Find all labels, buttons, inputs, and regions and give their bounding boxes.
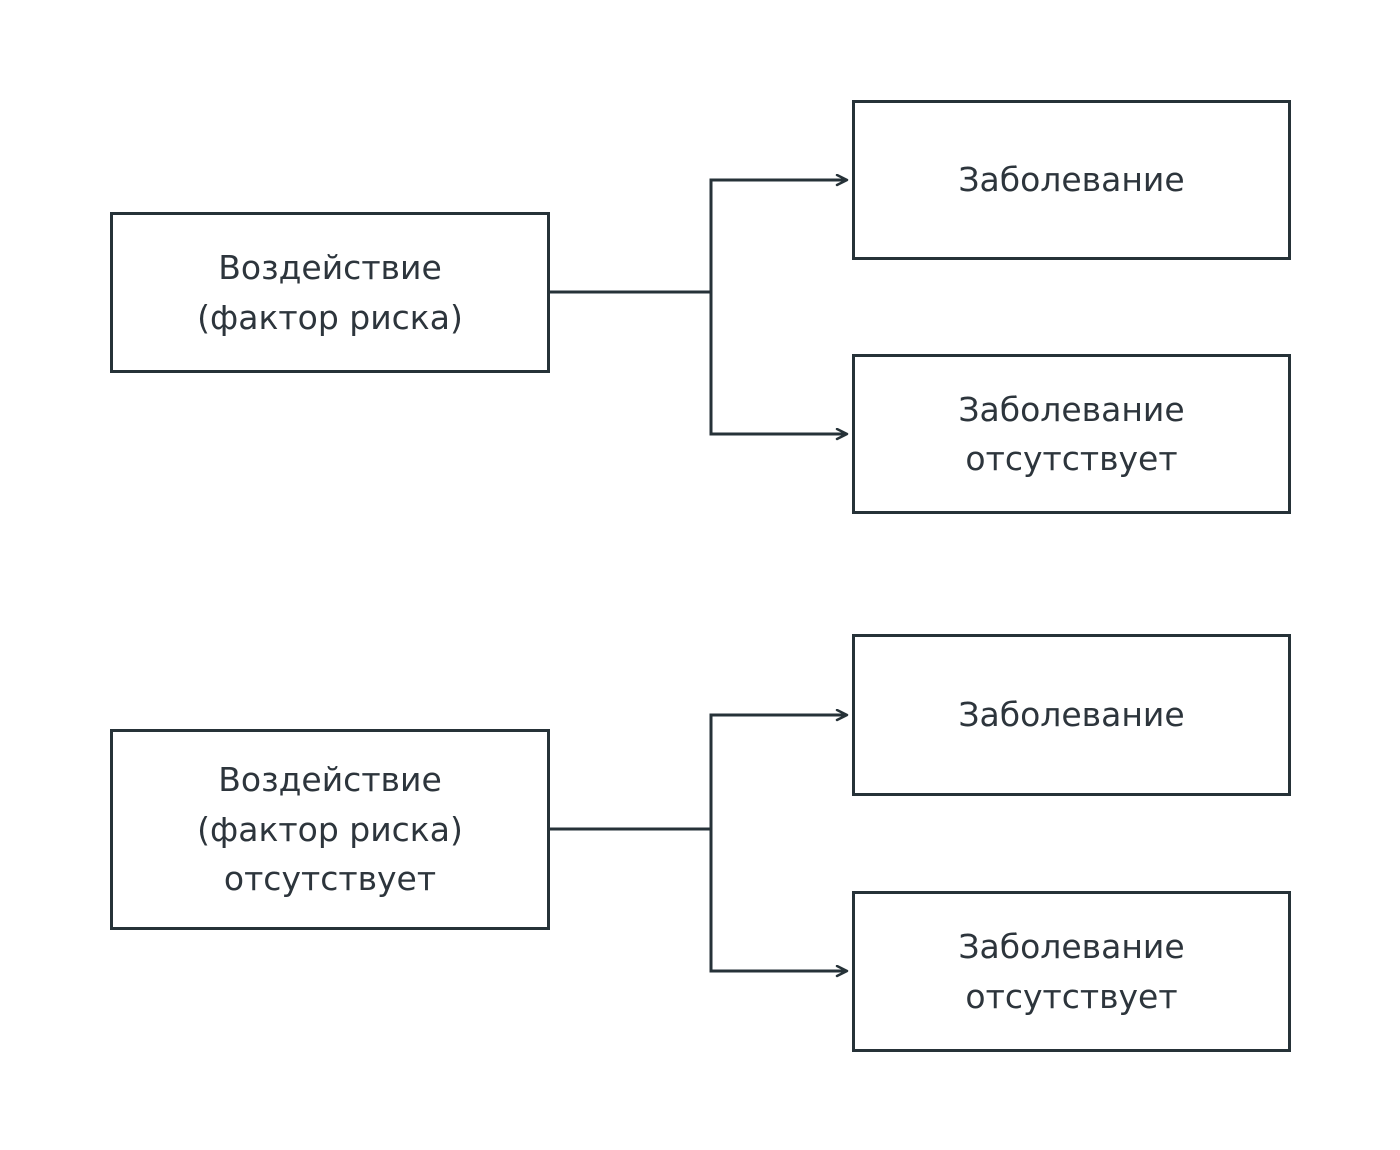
node-exposure: Воздействие (фактор риска) — [110, 212, 550, 373]
edge-exposure-to-disease — [550, 180, 846, 294]
node-disease-top: Заболевание — [852, 100, 1291, 260]
node-no-exposure: Воздействие (фактор риска) отсутствует — [110, 729, 550, 930]
edge-exposure-to-no-disease — [709, 292, 846, 434]
node-no-disease-bottom: Заболевание отсутствует — [852, 891, 1291, 1052]
node-disease-bottom: Заболевание — [852, 634, 1291, 796]
edge-no-exposure-to-no-disease — [709, 829, 846, 971]
node-no-disease-top: Заболевание отсутствует — [852, 354, 1291, 514]
edge-no-exposure-to-disease — [550, 715, 846, 831]
